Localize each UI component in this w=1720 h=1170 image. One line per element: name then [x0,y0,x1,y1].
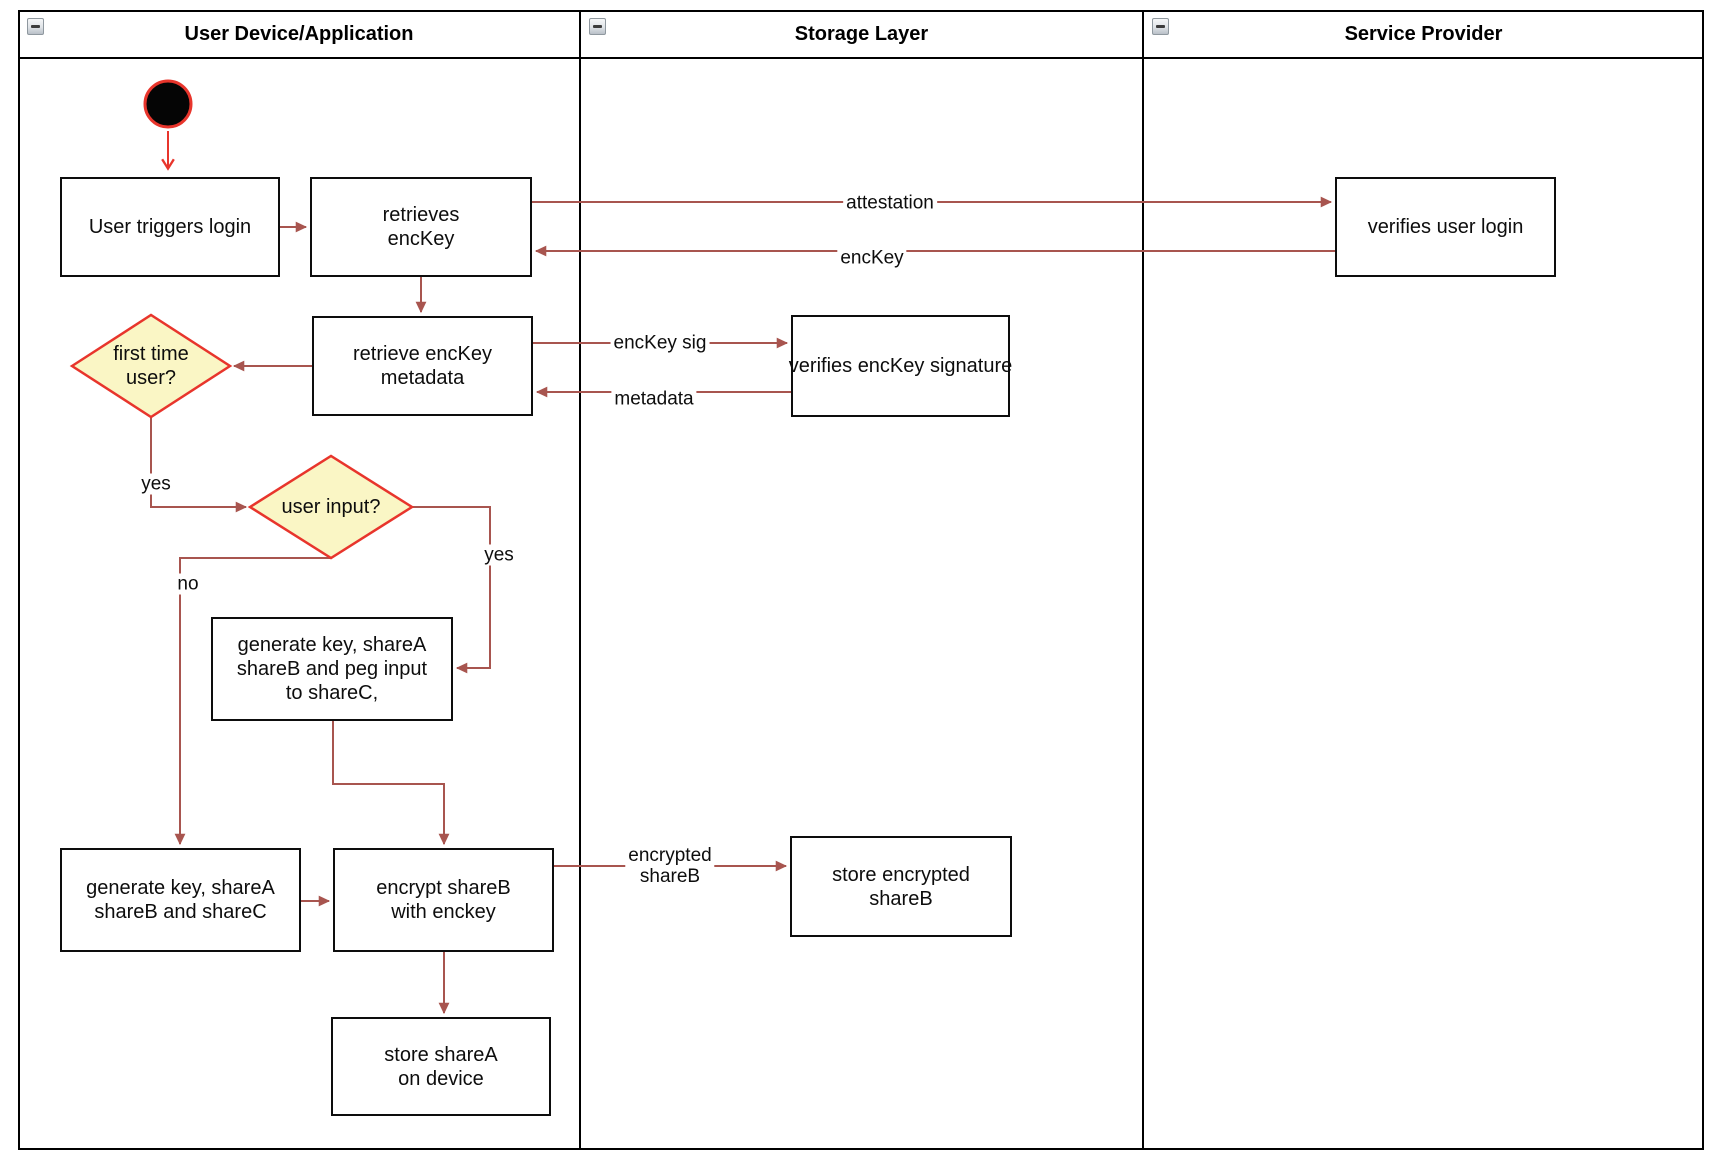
minus-icon [593,25,602,28]
edge-label-yes-user-input: yes [481,544,517,566]
decision-first-time-user [69,313,233,419]
node-label: retrieves encKey [382,204,460,250]
minus-icon [1156,25,1165,28]
edge-label-enckey: encKey [837,247,907,269]
node-encrypt-shareb: encrypt shareB with enckey [333,848,554,952]
edge-peg-to-encrypt [332,721,450,846]
node-store-sharea-on-device: store shareA on device [331,1017,551,1116]
node-label: generate key, shareA shareB and shareC [86,877,275,923]
node-label: verifies user login [1367,216,1524,238]
edge-label-attestation: attestation [843,192,937,214]
diagram-outer-border [18,10,1704,1150]
edge-label-enckey-sig: encKey sig [610,332,710,354]
node-retrieves-enckey: retrieves encKey [310,177,532,277]
node-verifies-user-login: verifies user login [1335,177,1556,277]
node-label: retrieve encKey metadata [353,343,492,389]
minus-icon [31,25,40,28]
node-label: verifies encKey signature [788,355,1013,377]
node-generate-key-peg-input: generate key, shareA shareB and peg inpu… [211,617,453,721]
edge-label-metadata: metadata [611,388,697,410]
start-node [143,79,193,129]
node-label: store encrypted shareB [832,863,970,910]
edge-firsttime-yes [150,417,248,513]
lane-title-service-provider: Service Provider [1344,22,1503,45]
node-retrieve-enckey-metadata: retrieve encKey metadata [312,316,533,416]
lane-title-user-device: User Device/Application [184,22,414,45]
edge-label-encrypted-shareb: encrypted shareB [625,845,715,887]
edge-userinput-no [174,557,331,846]
collapse-lane-icon[interactable] [27,18,44,35]
node-generate-key-sharec: generate key, shareA shareB and shareC [60,848,301,952]
collapse-lane-icon[interactable] [1152,18,1169,35]
node-user-triggers-login: User triggers login [60,177,280,277]
edge-userinput-yes [412,506,491,674]
node-label: generate key, shareA shareB and peg inpu… [236,634,428,704]
lane-title-storage-layer: Storage Layer [794,22,929,45]
collapse-lane-icon[interactable] [589,18,606,35]
node-label: store shareA on device [384,1043,498,1090]
node-label: User triggers login [88,216,252,238]
decision-user-input [247,454,415,560]
edge-label-yes-first-time: yes [138,473,174,495]
node-store-encrypted-shareb: store encrypted shareB [790,836,1012,937]
edge-label-no-user-input: no [174,573,202,595]
node-label: encrypt shareB with enckey [376,877,511,923]
node-verifies-enckey-signature: verifies encKey signature [788,315,1013,417]
